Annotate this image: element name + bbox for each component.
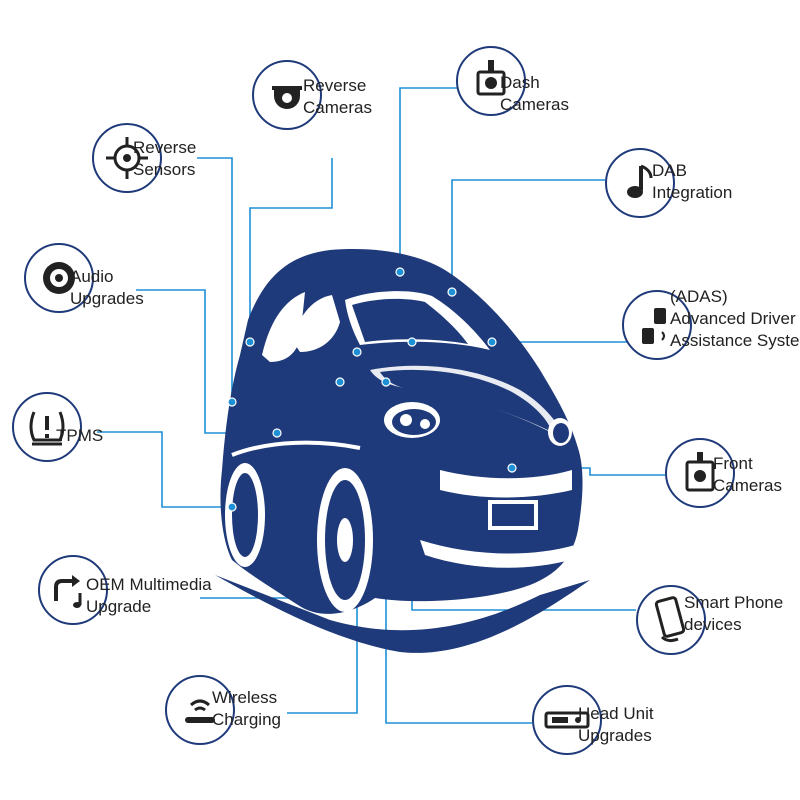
label-tpms: TPMS: [56, 426, 104, 445]
car-body: [215, 249, 590, 653]
front-camera-icon: [665, 438, 735, 508]
music-note-icon: [605, 148, 675, 218]
smartphone-icon: [636, 585, 706, 655]
line-reverse-sensors: [197, 157, 233, 402]
connection-dots: [227, 267, 517, 512]
speaker-icon: [24, 243, 94, 313]
sensor-target-icon: [92, 123, 162, 193]
line-dash-cameras: [399, 87, 462, 272]
line-reverse-cameras: [249, 158, 333, 342]
dash-camera-icon: [456, 46, 526, 116]
nav-music-icon: [38, 555, 108, 625]
tpms-warning-icon: [12, 392, 82, 462]
adas-cars-icon: [622, 290, 692, 360]
line-dab: [451, 179, 605, 292]
line-tpms: [97, 431, 232, 508]
wireless-charging-icon: [165, 675, 235, 745]
camera-dome-icon: [252, 60, 322, 130]
head-unit-icon: [532, 685, 602, 755]
